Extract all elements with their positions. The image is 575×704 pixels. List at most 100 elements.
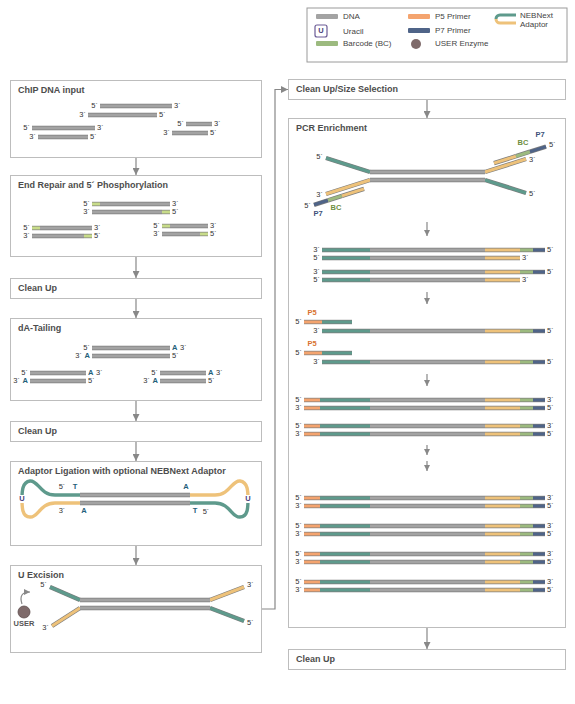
strand-end-label: 5´ [295, 494, 302, 502]
strand-end-label: 5´ [313, 254, 320, 262]
strand-end-label: 3´ [75, 352, 82, 360]
strand-outline [80, 493, 190, 497]
step-box: Clean Up/Size Selection [288, 79, 566, 100]
dna-strand [172, 132, 208, 135]
dna-strand [485, 271, 520, 274]
strand-end-label: 5´ [210, 129, 217, 137]
strand-end-label: 5´ [547, 246, 554, 254]
strand-end-label: 5´ [203, 508, 210, 516]
base-label: A [208, 369, 213, 377]
strand-outline [370, 406, 485, 410]
primer-label: BC [331, 204, 342, 212]
dna-strand [210, 587, 244, 600]
base-label: U [244, 495, 251, 503]
strand-outline [533, 432, 545, 436]
strand-outline [485, 524, 520, 528]
step-box: Clean Up [10, 278, 262, 299]
dna-strand [100, 203, 170, 206]
strand-end-label: 5´ [159, 111, 166, 119]
dna-strand [533, 553, 545, 556]
dna-strand [304, 533, 320, 536]
dna-strand [370, 361, 485, 364]
flow-arrow [426, 100, 427, 118]
dna-strand [485, 525, 520, 528]
strand-outline [320, 504, 370, 508]
dna-strand [370, 179, 485, 182]
step-panel: ChIP DNA input [10, 80, 262, 158]
flow-arrow [135, 299, 136, 318]
strand-end-label: 5´ [295, 550, 302, 558]
strand-outline [485, 552, 520, 556]
strand-outline [210, 608, 244, 621]
strand-outline [304, 588, 320, 592]
step-panel: PCR Enrichment [288, 118, 566, 628]
strand-outline [304, 532, 320, 536]
step-box: Clean Up [288, 649, 566, 670]
adaptor-loop [22, 499, 80, 517]
strand-outline [322, 320, 352, 324]
dna-strand [533, 525, 545, 528]
dna-strand [485, 497, 520, 500]
dna-strand [520, 361, 533, 364]
strand-outline [210, 587, 244, 600]
strand-outline [80, 501, 190, 505]
dna-strand [370, 257, 485, 260]
dna-strand [520, 407, 533, 410]
strand-end-label: 3´ [547, 550, 554, 558]
dna-strand [520, 561, 533, 564]
dna-strand [520, 425, 533, 428]
strand-outline [162, 232, 200, 236]
strand-outline [533, 588, 545, 592]
strand-outline [485, 256, 520, 260]
dna-strand [304, 589, 320, 592]
strand-end-label: 3´ [295, 558, 302, 566]
strand-outline [485, 432, 520, 436]
adaptor-loop [190, 481, 248, 499]
step-box: Clean Up [10, 421, 262, 442]
step-title: End Repair and 5´ Phosphorylation [11, 176, 261, 195]
dna-strand [485, 533, 520, 536]
dna-strand [520, 497, 533, 500]
strand-outline [172, 131, 208, 135]
dna-strand [533, 330, 545, 333]
dna-strand [200, 233, 208, 236]
dna-strand [533, 425, 545, 428]
strand-outline [485, 360, 520, 364]
dna-strand [304, 497, 320, 500]
strand-end-label: 5´ [151, 369, 158, 377]
strand-outline [370, 588, 485, 592]
strand-end-label: 5´ [316, 153, 323, 161]
strand-end-label: 5´ [172, 352, 179, 360]
dna-strand [370, 581, 485, 584]
dna-strand [533, 361, 545, 364]
strand-outline [30, 371, 86, 375]
strand-outline [162, 210, 170, 214]
strand-end-label: 5´ [59, 483, 66, 491]
step-title: PCR Enrichment [289, 119, 565, 138]
base-label: T [193, 507, 198, 515]
dna-strand [485, 330, 520, 333]
dna-strand [32, 235, 84, 238]
strand-outline [485, 588, 520, 592]
strand-outline [304, 580, 320, 584]
strand-outline [322, 248, 370, 252]
strand-outline [520, 552, 533, 556]
strand-end-label: 5´ [295, 578, 302, 586]
legend-swatch [408, 14, 430, 19]
dna-strand [320, 553, 370, 556]
strand-outline [516, 152, 530, 157]
dna-strand [304, 561, 320, 564]
dna-strand [30, 372, 86, 375]
dna-strand [328, 196, 342, 200]
strand-outline [322, 360, 370, 364]
strand-outline [30, 379, 86, 383]
dna-strand [370, 279, 485, 282]
strand-outline [320, 552, 370, 556]
dna-strand [485, 180, 526, 193]
dna-strand [50, 587, 80, 600]
strand-outline [520, 432, 533, 436]
strand-outline [520, 580, 533, 584]
strand-end-label: 3´ [295, 586, 302, 594]
strand-end-label: 5´ [83, 200, 90, 208]
strand-end-label: 3´ [216, 369, 223, 377]
